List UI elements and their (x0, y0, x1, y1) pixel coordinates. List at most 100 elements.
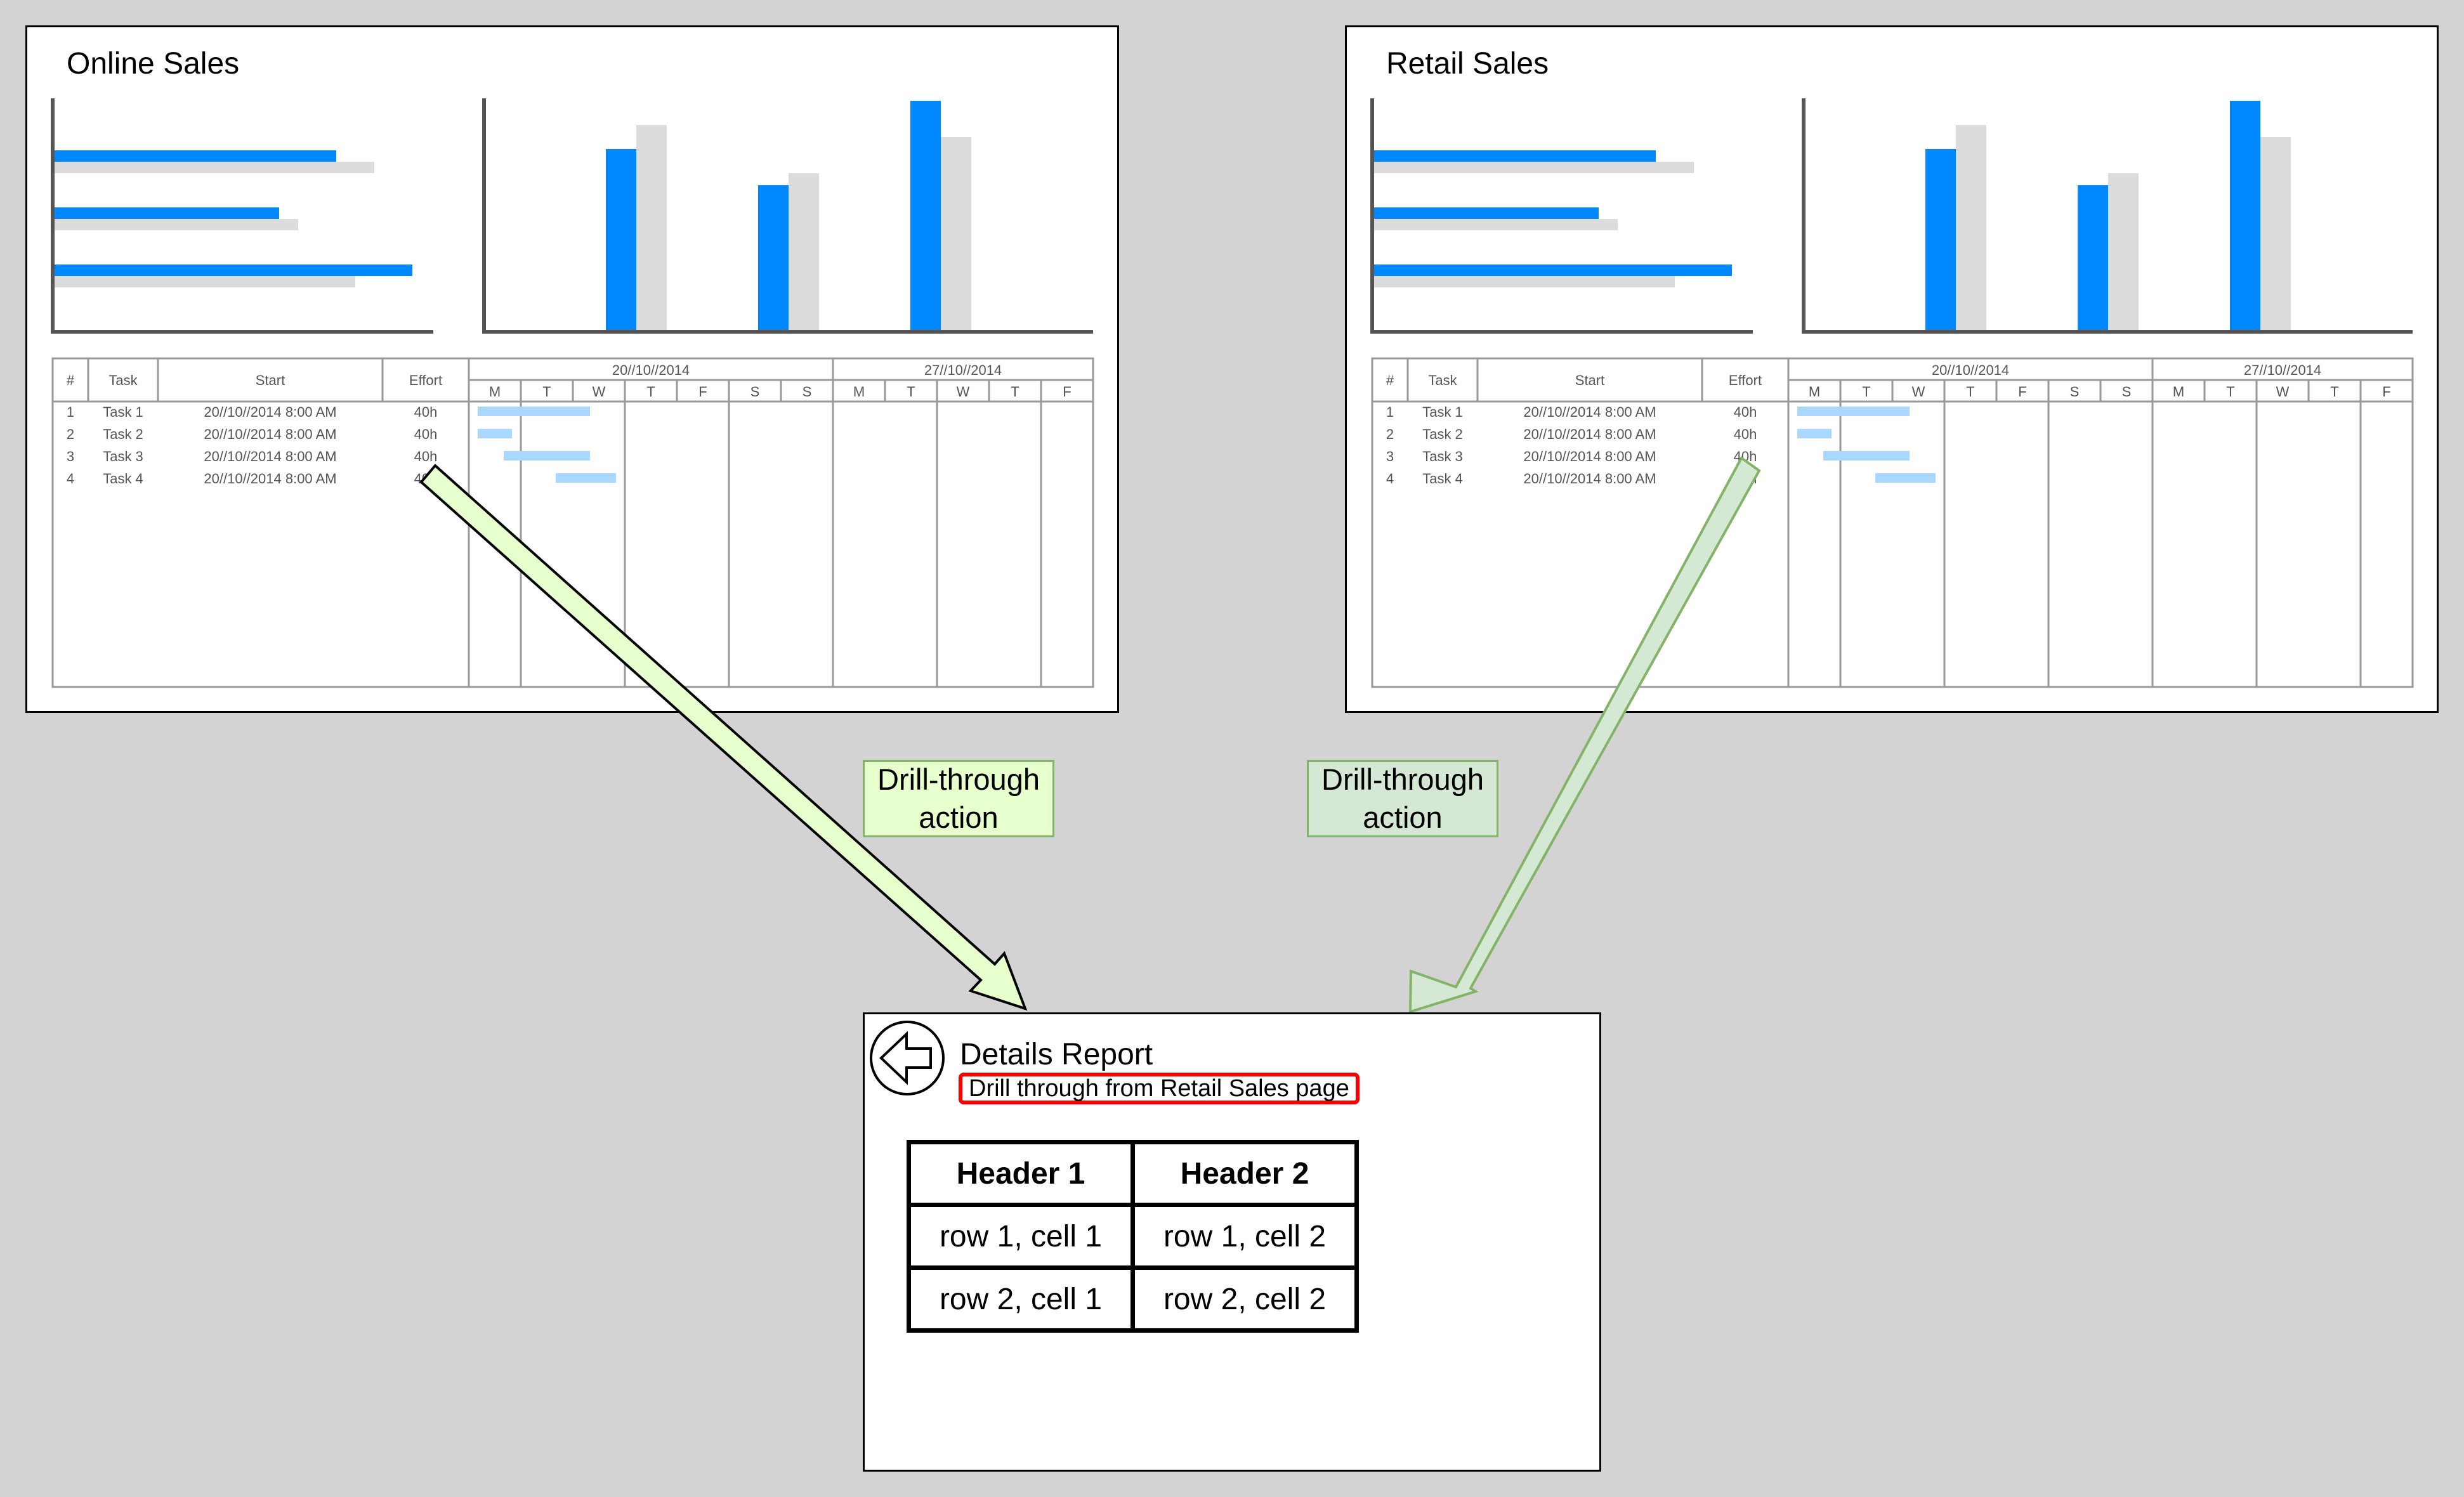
task-effort: 40h (414, 448, 438, 464)
gantt-day-label: T (646, 384, 655, 400)
gantt-task-bar (503, 451, 591, 461)
table-cell: row 2, cell 2 (1130, 1265, 1359, 1333)
task-start: 20//10//2014 8:00 AM (1523, 426, 1656, 442)
gantt-column-header: # (1386, 372, 1394, 388)
gantt-day-label: F (2382, 384, 2390, 400)
panel-title: Retail Sales (1386, 47, 1549, 81)
hbar-primary-bar (55, 207, 279, 219)
task-start: 20//10//2014 8:00 AM (204, 448, 336, 464)
row-number: 4 (1386, 471, 1394, 487)
vbar-secondary-bar (2108, 173, 2139, 330)
table-header-cell: Header 1 (907, 1140, 1135, 1207)
gantt-day-label: W (593, 384, 606, 400)
task-name: Task 3 (1422, 448, 1463, 464)
row-number: 1 (1386, 404, 1394, 420)
row-number: 2 (67, 426, 74, 442)
task-name: Task 4 (1422, 471, 1463, 487)
back-button[interactable] (870, 1021, 945, 1095)
gantt-week-label: 27//10//2014 (2244, 362, 2321, 378)
online-sales-charts: # Task Start Effort 20//10//2014 27//10//2014… (51, 98, 1094, 688)
vbar-secondary-bar (2260, 137, 2291, 330)
vbar-primary-bar (910, 101, 941, 330)
retail-drill-arrow (1408, 456, 1761, 1014)
back-arrow-icon (879, 1031, 932, 1085)
gantt-day-label: M (1809, 384, 1820, 400)
gantt-task-bar (555, 473, 617, 483)
task-start: 20//10//2014 8:00 AM (1523, 471, 1656, 487)
hbar-secondary-bar (55, 276, 355, 287)
gantt-task-bar (1875, 473, 1936, 483)
task-effort: 40h (1734, 404, 1757, 420)
table-header-cell: Header 2 (1130, 1140, 1359, 1207)
hbar-primary-bar (55, 265, 412, 276)
gantt-day-label: T (542, 384, 551, 400)
gantt-column-header: Effort (1729, 372, 1762, 388)
gantt-table (51, 357, 1094, 688)
task-name: Task 2 (103, 426, 143, 442)
task-start: 20//10//2014 8:00 AM (1523, 404, 1656, 420)
vbar-secondary-bar (941, 137, 971, 330)
gantt-task-bar (477, 429, 513, 438)
hbar-secondary-bar (1374, 219, 1618, 230)
row-number: 3 (67, 448, 74, 464)
gantt-column-header: Effort (409, 372, 442, 388)
task-start: 20//10//2014 8:00 AM (1523, 448, 1656, 464)
task-start: 20//10//2014 8:00 AM (204, 426, 336, 442)
task-name: Task 1 (1422, 404, 1463, 420)
gantt-day-label: F (1063, 384, 1071, 400)
vbar-secondary-bar (789, 173, 819, 330)
gantt-column-header: # (67, 372, 75, 388)
gantt-day-label: W (1912, 384, 1925, 400)
gantt-day-label: F (698, 384, 707, 400)
drill-through-callout-retail: Drill-through action (1307, 760, 1498, 837)
vbar-secondary-bar (1956, 125, 1986, 330)
details-report-panel: Details Report Drill through from Retail… (863, 1012, 1601, 1472)
task-effort: 40h (414, 426, 438, 442)
task-start: 20//10//2014 8:00 AM (204, 404, 336, 420)
hbar-primary-bar (1374, 265, 1732, 276)
gantt-day-label: F (2018, 384, 2026, 400)
gantt-day-label: S (2070, 384, 2080, 400)
hbar-secondary-bar (55, 162, 374, 173)
gantt-column-header: Task (108, 372, 138, 388)
task-name: Task 1 (103, 404, 143, 420)
table-row: row 2, cell 1 row 2, cell 2 (907, 1265, 1359, 1333)
task-name: Task 2 (1422, 426, 1463, 442)
gantt-day-label: S (2122, 384, 2132, 400)
online-drill-arrow (419, 464, 1028, 1011)
task-name: Task 3 (103, 448, 143, 464)
gantt-week-label: 20//10//2014 (1932, 362, 2009, 378)
gantt-task-bar (477, 407, 591, 416)
vbar-primary-bar (606, 149, 636, 330)
task-effort: 40h (1734, 426, 1757, 442)
gantt-column-header: Start (256, 372, 285, 388)
gantt-day-label: T (1966, 384, 1974, 400)
gantt-day-label: T (907, 384, 915, 400)
vbar-primary-bar (2230, 101, 2260, 330)
gantt-day-label: W (957, 384, 970, 400)
gantt-day-label: T (1011, 384, 1019, 400)
hbar-secondary-bar (1374, 276, 1675, 287)
hbar-primary-bar (55, 150, 336, 162)
vbar-primary-bar (1925, 149, 1956, 330)
gantt-task-bar (1797, 407, 1910, 416)
vbar-primary-bar (758, 185, 789, 330)
hbar-primary-bar (1374, 150, 1656, 162)
gantt-column-header: Task (1428, 372, 1457, 388)
vbar-primary-bar (2078, 185, 2108, 330)
gantt-day-label: T (2226, 384, 2234, 400)
gantt-day-label: W (2276, 384, 2290, 400)
gantt-week-label: 27//10//2014 (924, 362, 1002, 378)
gantt-day-label: S (803, 384, 812, 400)
row-number: 1 (67, 404, 74, 420)
vbar-secondary-bar (636, 125, 667, 330)
hbar-secondary-bar (1374, 162, 1694, 173)
table-cell: row 1, cell 1 (907, 1203, 1135, 1270)
gantt-day-label: S (750, 384, 760, 400)
gantt-task-bar (1797, 429, 1832, 438)
gantt-day-label: T (2330, 384, 2338, 400)
gantt-week-label: 20//10//2014 (612, 362, 690, 378)
